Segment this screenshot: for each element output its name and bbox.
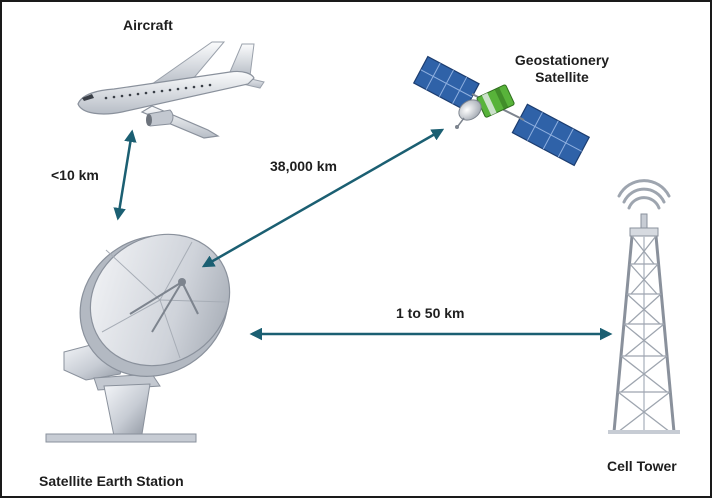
cell-tower-label: Cell Tower xyxy=(607,458,677,474)
cell-tower-icon xyxy=(608,179,680,434)
satellite-icon xyxy=(412,55,591,167)
aircraft-label: Aircraft xyxy=(123,17,173,33)
arrow-aircraft-station xyxy=(113,129,137,221)
earth-station-icon xyxy=(45,233,231,443)
arrow-satellite-station xyxy=(201,128,445,268)
aircraft-icon xyxy=(77,41,265,139)
satellite-label-line2: Satellite xyxy=(535,69,589,85)
aircraft-station-distance-label: <10 km xyxy=(51,167,99,183)
satellite-label: Geostationery Satellite xyxy=(512,52,612,86)
earth-station-label: Satellite Earth Station xyxy=(39,473,184,489)
satellite-station-distance-label: 38,000 km xyxy=(270,158,337,174)
satellite-label-line1: Geostationery xyxy=(514,52,610,68)
station-tower-distance-label: 1 to 50 km xyxy=(396,305,465,321)
